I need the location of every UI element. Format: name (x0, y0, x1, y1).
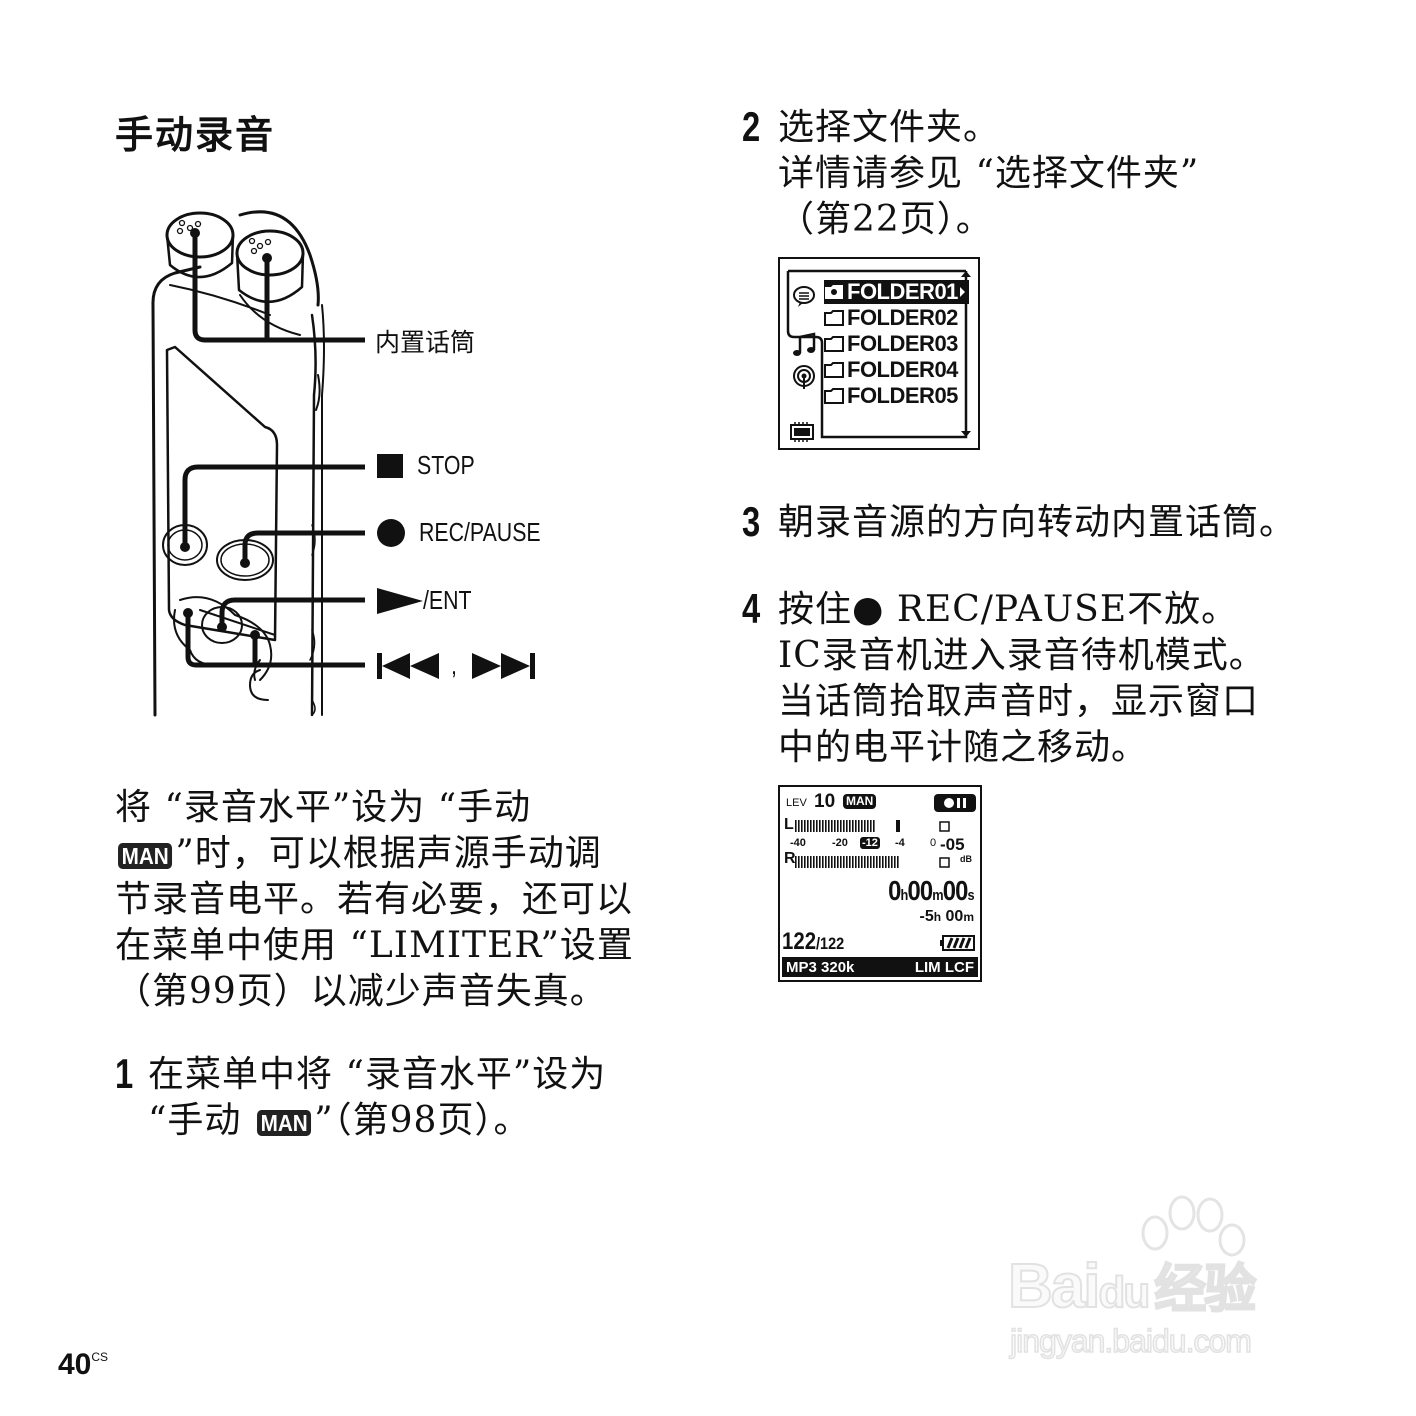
watermark-url: jingyan.baidu.com (1009, 1322, 1252, 1360)
scroll-up-arrow (961, 271, 971, 277)
previous-track-icon (377, 652, 439, 679)
step-line: “手动 MAN”（第98页）。 (148, 1100, 531, 1141)
folder-icon (824, 362, 844, 378)
step-line: 选择文件夹。 (778, 107, 1001, 148)
current-level-marker: -12 (860, 837, 880, 849)
folder-item-selected[interactable]: FOLDER01 (824, 279, 969, 304)
man-badge: MAN (118, 843, 173, 869)
intro-line: 在菜单中使用 “LIMITER”设置 (115, 925, 634, 966)
intro-paragraph: 将 “录音水平”设为 “手动 MAN”时，可以根据声源手动调 节录音电平。若有必… (115, 785, 675, 1015)
page-suffix: CS (91, 1350, 109, 1364)
step-number: 2 (742, 103, 761, 150)
step-line: 当话筒拾取声音时，显示窗口 (778, 681, 1260, 722)
step-2: 2 选择文件夹。 详情请参见 “选择文件夹” （第22页）。 (742, 103, 1342, 243)
rec-pause-label: REC/PAUSE (377, 517, 567, 548)
next-track-icon (472, 652, 536, 679)
recording-level-screen: LEV 10 MAN L R (778, 785, 982, 982)
lev-label: LEV (786, 797, 807, 809)
level-meter (795, 820, 950, 868)
memory-card-icon (790, 422, 814, 442)
ic-recorder-illustration (151, 210, 365, 717)
step-line: 朝录音源的方向转动内置话筒。 (778, 502, 1297, 543)
elapsed-time: 0h00m00s (888, 875, 975, 906)
lev-value: 10 (814, 791, 836, 812)
stop-square-icon (377, 453, 403, 478)
step-line: （第22页）。 (778, 199, 993, 240)
device-diagram: 内置话筒 STOP REC/PAUSE /ENT , (140, 195, 560, 720)
man-badge: MAN (256, 1110, 312, 1136)
folder-icon (824, 310, 844, 326)
folder-item[interactable]: FOLDER03 (824, 331, 958, 356)
step-3: 3 朝录音源的方向转动内置话筒。 (742, 498, 1362, 546)
left-channel-label: L (784, 816, 794, 833)
page-number: 40CS (58, 1348, 109, 1381)
folder-icon (824, 388, 844, 404)
skip-buttons-label: , (377, 650, 536, 681)
step-number: 4 (742, 585, 761, 632)
remaining-time: -5h 00m (919, 908, 975, 925)
status-bar: MP3 320k LIM LCF (782, 957, 978, 977)
watermark-brand-paw: du (1097, 1267, 1151, 1318)
pause-icon (957, 798, 960, 808)
stop-label: STOP (377, 450, 487, 481)
db-unit: dB (960, 854, 972, 864)
step-4: 4 按住● REC/PAUSE不放。 IC录音机进入录音待机模式。 当话筒拾取声… (742, 585, 1362, 771)
folder-select-screen: FOLDER01 FOLDER02 FOLDER03 FOLDER04 FOLD… (778, 257, 980, 450)
paw-icon (1141, 1195, 1246, 1257)
watermark-brand: Bai (1007, 1251, 1102, 1322)
voice-bubble-icon (793, 286, 815, 307)
format-label: MP3 320k (786, 958, 855, 976)
record-dot-icon (944, 798, 954, 808)
submenu-arrow-icon (959, 287, 965, 297)
intro-line: MAN”时，可以根据声源手动调 (115, 831, 675, 877)
intro-line: 将 “录音水平”设为 “手动 (115, 787, 532, 828)
rec-pause-indicator (934, 794, 976, 812)
record-circle-icon (377, 518, 405, 547)
section-title: 手动录音 (115, 113, 276, 157)
right-channel-label: R (784, 850, 796, 867)
step-number: 3 (742, 498, 761, 545)
step-1: 1 在菜单中将 “录音水平”设为 “手动 MAN”（第98页）。 (115, 1050, 675, 1144)
music-note-icon (793, 332, 816, 356)
screen-frame (786, 269, 971, 439)
folder-open-icon (825, 285, 843, 299)
flags-label: LIM LCF (914, 958, 974, 976)
play-triangle-icon (377, 587, 423, 614)
step-line: 详情请参见 “选择文件夹” (778, 153, 1200, 194)
folder-item[interactable]: FOLDER02 (824, 305, 958, 330)
scroll-down-arrow (961, 431, 971, 437)
step-line: IC录音机进入录音待机模式。 (778, 635, 1266, 676)
step-line: 按住● REC/PAUSE不放。 (778, 589, 1239, 630)
folder-icon (824, 336, 844, 352)
watermark-brand-cn: 经验 (1153, 1260, 1257, 1320)
file-counter: 122/122 (782, 928, 845, 955)
step-line: 在菜单中将 “录音水平”设为 (148, 1054, 607, 1095)
peak-db-value: -05 (940, 835, 965, 854)
mode-badge: MAN (843, 794, 877, 809)
step-line: 中的电平计随之移动。 (778, 727, 1149, 768)
builtin-mic-label: 内置话筒 (375, 328, 476, 357)
level-scale: -40 -20 -12 -4 0 (790, 837, 937, 849)
intro-line: 节录音电平。若有必要，还可以 (115, 879, 634, 920)
step-number: 1 (115, 1050, 134, 1097)
play-ent-label: /ENT (377, 585, 482, 616)
podcast-icon (793, 365, 815, 389)
battery-icon (940, 935, 975, 951)
folder-item[interactable]: FOLDER05 (824, 383, 958, 408)
intro-line: （第99页）以减少声音失真。 (115, 971, 607, 1012)
folder-item[interactable]: FOLDER04 (824, 357, 958, 382)
